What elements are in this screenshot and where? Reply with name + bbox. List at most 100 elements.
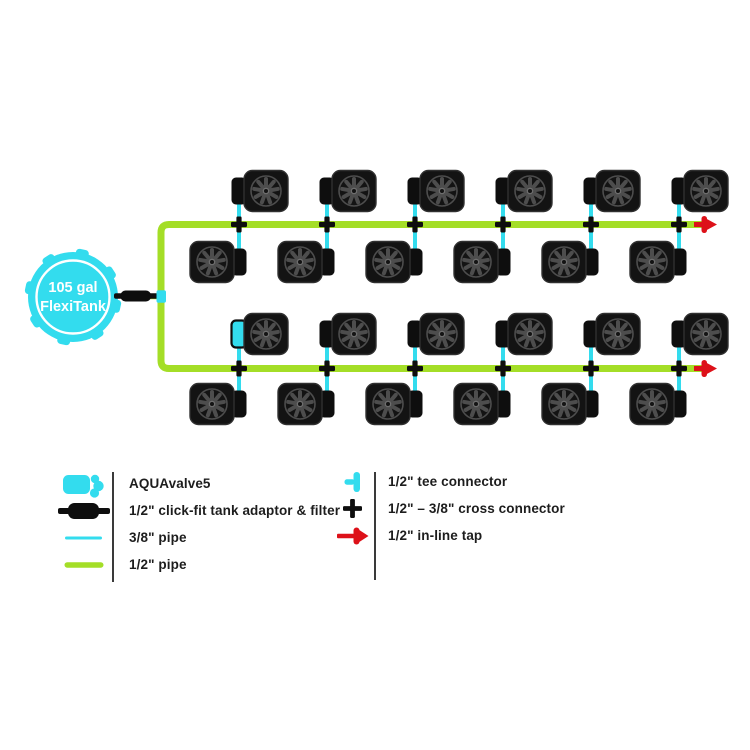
aquavalve-tab <box>407 177 423 205</box>
plant-icon <box>602 175 634 207</box>
aquavalve-tab <box>319 320 335 348</box>
cross-connector <box>231 216 247 233</box>
legend-item-inline-tap: 1/2" in-line tap <box>330 522 565 549</box>
aquavalve-tab <box>407 248 423 276</box>
cross-connector <box>407 360 423 377</box>
aquavalve-tab <box>231 177 247 205</box>
cross-connector <box>319 360 335 377</box>
aquavalve-tab <box>583 177 599 205</box>
plant-icon <box>460 246 492 278</box>
plant-icon <box>602 318 634 350</box>
legend-right-column: 1/2" tee connector 1/2" – 3/8" cross con… <box>330 468 565 549</box>
aquavalve-tab <box>671 320 687 348</box>
inline-taps <box>694 216 717 377</box>
plant-icon <box>548 246 580 278</box>
plant-icon <box>690 318 722 350</box>
plant-icon <box>690 175 722 207</box>
grow-pot <box>319 169 377 213</box>
aquavalve-tab <box>583 248 599 276</box>
legend-item-tank-adaptor: 1/2" click-fit tank adaptor & filter <box>55 497 340 524</box>
aquavalve-tab <box>319 390 335 418</box>
grow-pot <box>495 169 553 213</box>
legend-label: 1/2" – 3/8" cross connector <box>388 501 565 516</box>
aquavalve-tab <box>495 390 511 418</box>
grow-pot <box>365 382 423 426</box>
generated-layout <box>146 169 729 426</box>
legend-item-cross-connector: 1/2" – 3/8" cross connector <box>330 495 565 522</box>
legend-left-column: AQUAvalve5 1/2" click-fit tank adaptor &… <box>55 470 340 578</box>
plant-icon <box>338 175 370 207</box>
grow-pot <box>277 382 335 426</box>
plant-icon <box>250 318 282 350</box>
aquavalve-tab <box>495 320 511 348</box>
legend-item-pipe-3-8: 3/8" pipe <box>55 524 340 551</box>
legend-divider-right <box>374 472 376 580</box>
cross-connector <box>583 216 599 233</box>
grow-pots <box>189 169 729 426</box>
aquavalve-tab <box>495 248 511 276</box>
tee-connector-icon <box>330 471 375 493</box>
grow-pot <box>277 240 335 284</box>
grow-pot <box>231 169 289 213</box>
aquavalve-tab <box>671 390 687 418</box>
plant-icon <box>250 175 282 207</box>
plant-icon <box>636 388 668 420</box>
cross-connector <box>671 216 687 233</box>
plant-icon <box>284 246 316 278</box>
legend-label: 3/8" pipe <box>129 530 187 545</box>
plant-icon <box>514 318 546 350</box>
legend-item-tee-connector: 1/2" tee connector <box>330 468 565 495</box>
aquavalve-tab <box>407 320 423 348</box>
cross-connector <box>319 216 335 233</box>
pipe-1-2-icon <box>55 561 113 569</box>
grow-pot <box>407 312 465 356</box>
aquavalve-tab <box>319 248 335 276</box>
grow-pot <box>583 312 641 356</box>
flexitank: 105 gal FlexiTank <box>24 248 122 346</box>
aquavalve-tab <box>319 177 335 205</box>
plant-icon <box>460 388 492 420</box>
grow-pot <box>671 312 729 356</box>
cross-connector <box>231 360 247 377</box>
legend-divider-left <box>112 472 114 582</box>
tank-name-label: FlexiTank <box>40 299 107 315</box>
grow-pot <box>495 312 553 356</box>
plant-icon <box>196 246 228 278</box>
aquavalve-tab <box>495 177 511 205</box>
plant-icon <box>636 246 668 278</box>
plant-icon <box>372 388 404 420</box>
grow-pot <box>453 240 511 284</box>
legend-label: 1/2" in-line tap <box>388 528 483 543</box>
grow-pot <box>629 240 687 284</box>
aquavalve-tab <box>231 248 247 276</box>
grow-pot <box>230 312 289 356</box>
aquavalve-tab <box>583 390 599 418</box>
legend-label: AQUAvalve5 <box>129 476 211 491</box>
grow-pot <box>541 240 599 284</box>
inline-tap <box>694 216 717 233</box>
aquavalve-tab <box>231 390 247 418</box>
cross-connector <box>495 216 511 233</box>
plant-icon <box>196 388 228 420</box>
cross-connector-icon <box>330 499 375 518</box>
aquavalve-tab <box>671 177 687 205</box>
plant-icon <box>284 388 316 420</box>
tank-capacity-label: 105 gal <box>48 280 97 296</box>
plant-icon <box>426 318 458 350</box>
plant-icon <box>338 318 370 350</box>
aquavalve-tab <box>583 320 599 348</box>
tank-adaptor-icon <box>55 501 113 521</box>
grow-pot <box>541 382 599 426</box>
grow-pot <box>629 382 687 426</box>
inline-tap <box>694 360 717 377</box>
grow-pot <box>407 169 465 213</box>
grow-pot <box>189 240 247 284</box>
tank-adaptor-and-filter <box>114 290 158 302</box>
flexitank-body <box>28 252 118 342</box>
grow-pot <box>453 382 511 426</box>
cross-connector <box>495 360 511 377</box>
legend-label: 1/2" tee connector <box>388 474 508 489</box>
legend-item-aquavalve5: AQUAvalve5 <box>55 470 340 498</box>
